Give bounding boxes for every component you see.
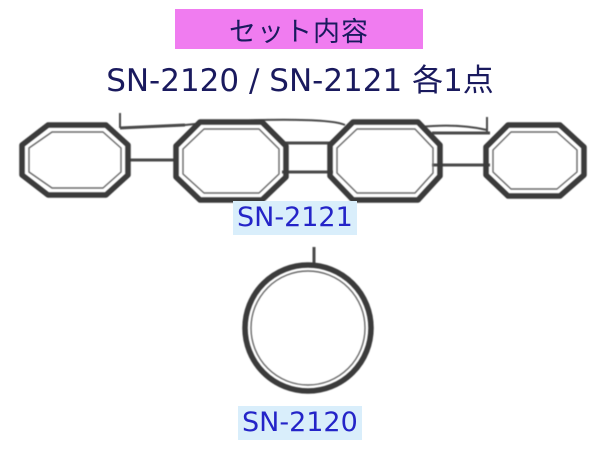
set-contents-subtitle: SN-2120 / SN-2121 各1点 <box>106 63 494 99</box>
part-number-label-sn-2120: SN-2120 <box>238 406 362 440</box>
part-number-label-sn-2121: SN-2121 <box>233 201 357 235</box>
header-title: セット内容 <box>229 16 369 48</box>
throttle-body-gasket-image <box>242 247 374 394</box>
intake-manifold-gasket-image <box>19 113 587 203</box>
header-badge: セット内容 <box>175 9 423 49</box>
